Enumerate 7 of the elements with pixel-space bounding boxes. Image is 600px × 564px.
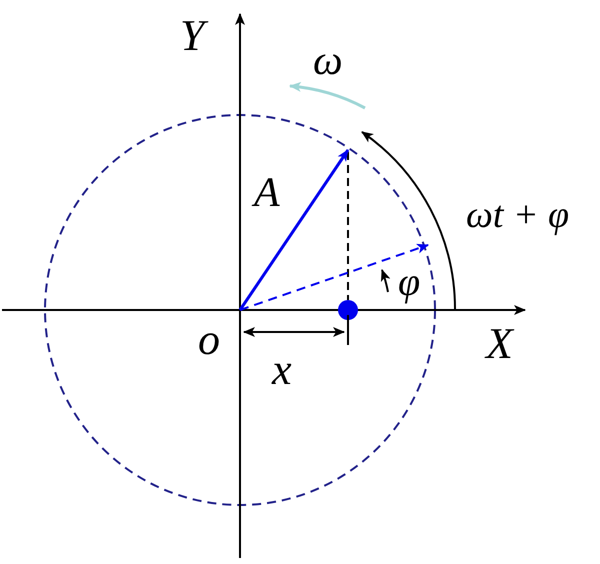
origin-label: o: [198, 318, 220, 362]
displacement-label: x: [272, 348, 292, 392]
phase-label: ωt + φ: [466, 196, 570, 234]
axis-label: X: [486, 322, 513, 366]
amplitude-label: A: [254, 172, 280, 214]
angular-velocity-label: ω: [313, 40, 343, 82]
initial-phase-label: φ: [398, 262, 420, 302]
